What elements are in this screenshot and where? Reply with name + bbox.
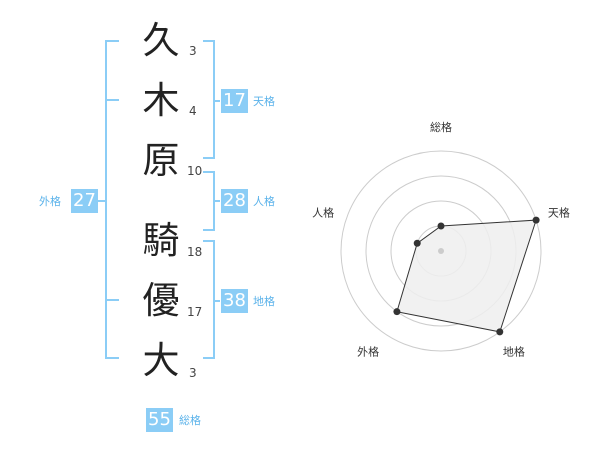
stroke-count-2: 4: [189, 104, 197, 118]
stroke-count-5: 17: [187, 305, 203, 319]
radar-axis-label-3: 地格: [503, 344, 525, 358]
name-char-4: 騎: [142, 219, 180, 262]
chikaku-label: 地格: [253, 295, 275, 308]
radar-ring-4: [340, 150, 542, 352]
chikaku-bracket: [203, 240, 220, 359]
name-char-1: 久: [142, 19, 180, 62]
tenkaku-value: 17: [221, 89, 248, 113]
chikaku-value: 38: [221, 289, 248, 313]
name-char-5: 優: [142, 279, 180, 322]
tenkaku-label: 天格: [253, 95, 275, 108]
radar-point-3: [496, 328, 504, 336]
jinkaku-bracket: [203, 171, 220, 231]
name-char-3: 原: [142, 139, 180, 182]
radar-polygon: [396, 219, 537, 333]
radar-center-dot: [438, 248, 444, 254]
gaikaku-value: 27: [71, 189, 98, 213]
jinkaku-value: 28: [221, 189, 248, 213]
radar-point-5: [413, 239, 421, 247]
radar-axis-label-4: 外格: [357, 344, 379, 358]
soukaku-label: 総格: [179, 414, 201, 427]
gaikaku-label: 外格: [39, 195, 61, 208]
stroke-count-4: 18: [187, 245, 203, 259]
radar-axis-label-5: 人格: [312, 206, 334, 220]
stroke-count-1: 3: [189, 44, 197, 58]
stroke-count-3: 10: [187, 164, 203, 178]
name-char-6: 大: [142, 339, 180, 382]
radar-axis-label-2: 天格: [548, 206, 570, 220]
jinkaku-label: 人格: [253, 195, 275, 208]
radar-point-2: [532, 216, 540, 224]
stroke-count-6: 3: [189, 366, 197, 380]
radar-point-4: [393, 308, 401, 316]
gaikaku-bracket: [94, 40, 119, 359]
radar-point-1: [437, 222, 445, 230]
name-char-2: 木: [142, 79, 180, 122]
tenkaku-bracket: [203, 40, 220, 159]
radar-axis-label-1: 総格: [430, 120, 452, 134]
soukaku-value: 55: [146, 408, 173, 432]
